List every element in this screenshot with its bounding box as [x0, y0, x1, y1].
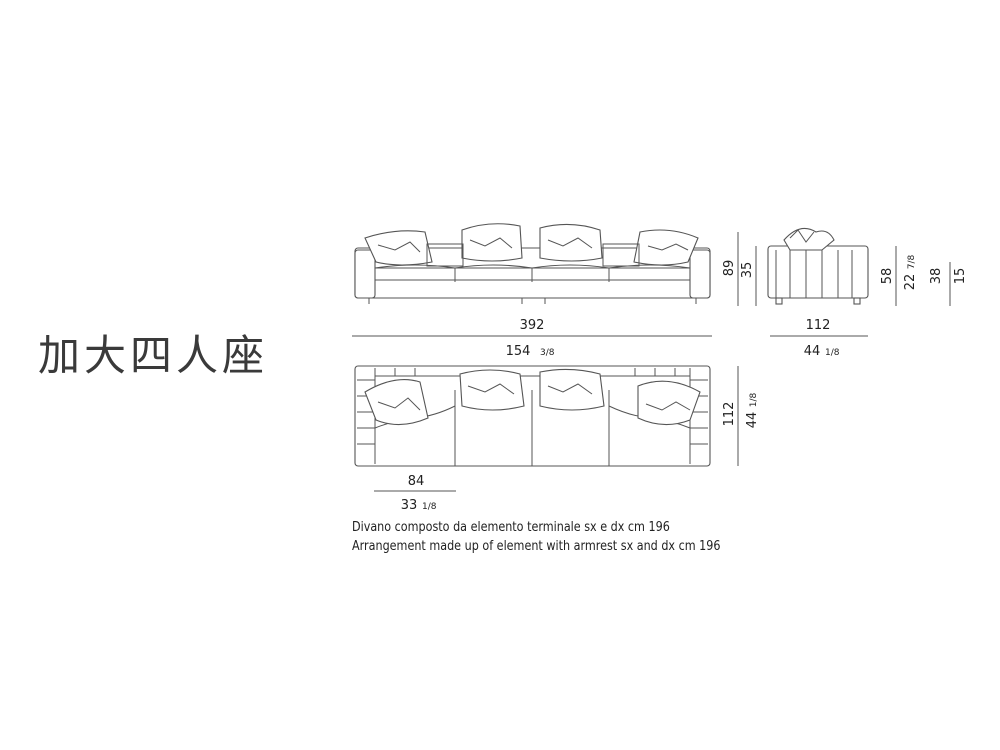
plan-pillow-2 — [459, 369, 525, 411]
plan-depth-cm: 112 — [722, 402, 737, 427]
side-view — [767, 227, 869, 305]
side-mid-in-frac: 7/8 — [907, 254, 917, 269]
arm-width-cm: 84 — [408, 474, 425, 489]
side-mid-in: 22 — [903, 274, 918, 291]
plan-depth-in-frac: 1/8 — [749, 392, 759, 407]
front-width-cm: 392 — [520, 318, 545, 333]
front-width-in-frac: 3/8 — [540, 348, 555, 358]
side-height-in: 58 — [880, 268, 895, 285]
caption-english: Arrangement made up of element with armr… — [352, 539, 721, 554]
side-depth-cm: 112 — [806, 318, 831, 333]
front-view — [354, 223, 711, 304]
plan-pillow-1 — [364, 379, 429, 426]
front-pillow-3 — [539, 223, 603, 262]
plan-pillow-4 — [637, 380, 701, 426]
arm-width-in: 33 — [401, 498, 418, 513]
side-pillow — [783, 227, 835, 251]
side-view-body — [767, 245, 869, 299]
side-seat-in: 15 — [953, 268, 968, 285]
front-height-cm: 89 — [722, 260, 737, 277]
plan-pillow-3 — [539, 368, 605, 411]
page-title: 加大四人座 — [38, 331, 269, 380]
seat-height-cm: 35 — [740, 262, 755, 279]
side-seat-cm: 38 — [929, 268, 944, 285]
caption-italian: Divano composto da elemento terminale sx… — [352, 520, 670, 535]
side-depth-in: 44 — [804, 344, 821, 359]
front-width-in: 154 — [506, 344, 531, 359]
front-left-arm — [354, 249, 376, 299]
side-depth-in-frac: 1/8 — [825, 348, 840, 358]
arm-width-in-frac: 1/8 — [422, 502, 437, 512]
plan-view — [354, 365, 711, 467]
plan-depth-in: 44 — [745, 412, 760, 429]
front-right-arm — [689, 249, 711, 299]
front-pillow-4 — [633, 229, 699, 266]
